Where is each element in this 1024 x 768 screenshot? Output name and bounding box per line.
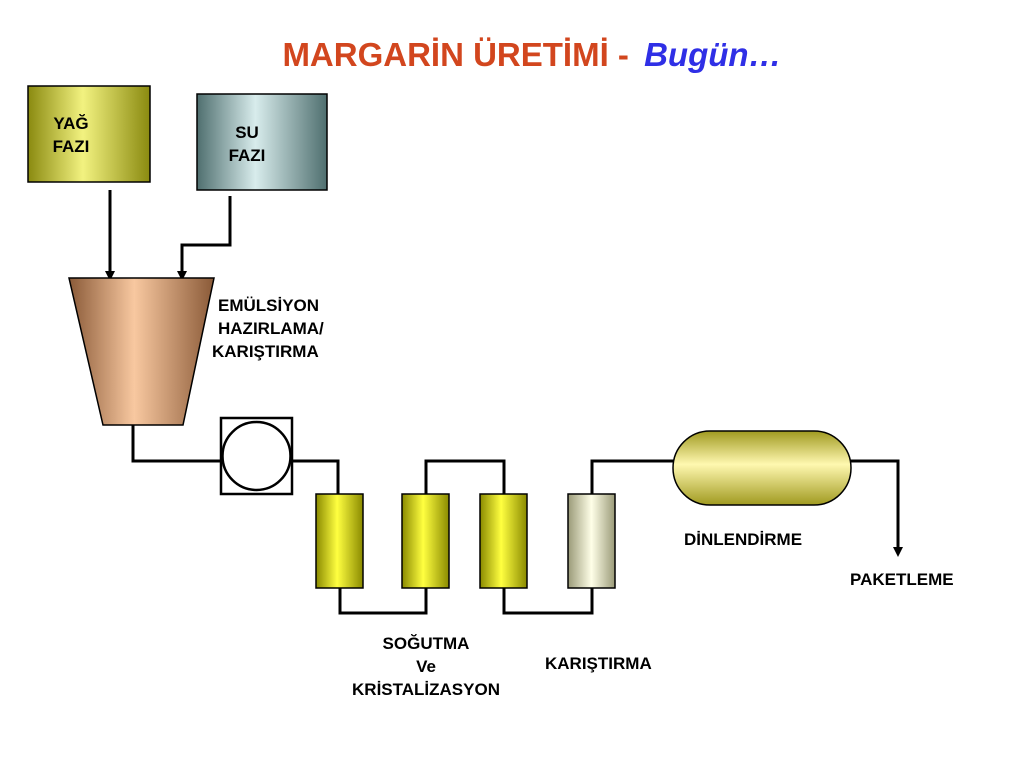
oil-phase-line2: FAZI bbox=[52, 137, 90, 156]
mixing-label: KARIŞTIRMA bbox=[545, 654, 652, 673]
resting-vessel bbox=[672, 430, 852, 506]
title-sub: Bugün… bbox=[644, 36, 782, 73]
cooling-label: SOĞUTMA Ve KRİSTALİZASYON bbox=[312, 632, 540, 701]
oil-phase-tank bbox=[27, 85, 151, 183]
emulsion-line1: EMÜLSİYON bbox=[218, 296, 320, 315]
pump-to-tube1-line bbox=[292, 459, 340, 494]
emulsion-funnel bbox=[68, 277, 215, 426]
oil-phase-line1: YAĞ bbox=[53, 114, 89, 133]
emulsion-line2: HAZIRLAMA/ bbox=[218, 319, 324, 338]
water-phase-tank bbox=[196, 93, 328, 191]
oil-phase-label: YAĞ FAZI bbox=[28, 112, 114, 158]
cooling-line2: Ve bbox=[416, 657, 436, 676]
vessel-to-packaging-line bbox=[850, 459, 903, 557]
water-phase-line1: SU bbox=[235, 123, 259, 142]
water-phase-line2: FAZI bbox=[228, 146, 266, 165]
tube4-to-vessel-line bbox=[590, 459, 674, 494]
tube1-to-tube2-line bbox=[338, 588, 428, 615]
packaging-label: PAKETLEME bbox=[850, 570, 954, 589]
water-phase-label: SU FAZI bbox=[197, 121, 297, 167]
tube2-to-tube3-line bbox=[424, 459, 506, 494]
emulsion-label: EMÜLSİYON HAZIRLAMA/ KARIŞTIRMA bbox=[212, 294, 382, 363]
cooling-tube-1 bbox=[315, 493, 364, 589]
cooling-line3: KRİSTALİZASYON bbox=[352, 680, 500, 699]
water-feed-line bbox=[177, 196, 232, 281]
resting-label: DİNLENDİRME bbox=[684, 530, 803, 549]
cooling-tube-2 bbox=[401, 493, 450, 589]
mixing-tube bbox=[567, 493, 616, 589]
cooling-tube-3 bbox=[479, 493, 528, 589]
emulsion-line3: KARIŞTIRMA bbox=[212, 342, 319, 361]
tube3-to-tube4-line bbox=[502, 588, 594, 615]
cooling-line1: SOĞUTMA bbox=[382, 634, 470, 653]
funnel-outlet-line bbox=[131, 425, 222, 463]
pump-icon bbox=[221, 420, 292, 492]
page-title: MARGARİN ÜRETİMİ - Bugün… bbox=[0, 36, 1024, 74]
title-main: MARGARİN ÜRETİMİ - bbox=[282, 36, 629, 73]
